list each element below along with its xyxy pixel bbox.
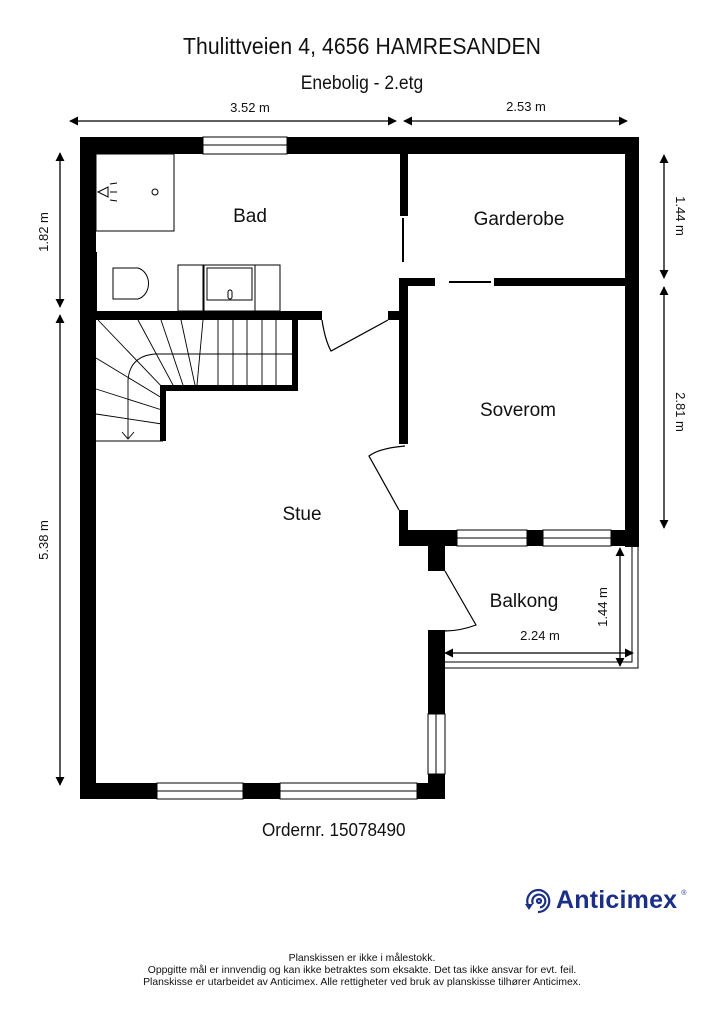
- registered-mark: ®: [681, 890, 687, 897]
- shower-area: [95, 153, 175, 232]
- wall-right: [625, 137, 639, 547]
- wall-bedroom-left-stub: [399, 510, 408, 540]
- room-label-bad: Bad: [233, 206, 267, 227]
- wall-left: [80, 137, 96, 799]
- wall-bad-garderobe: [400, 154, 408, 216]
- anticimex-spiral-icon: [525, 888, 551, 913]
- doors: [321, 218, 491, 632]
- stair-direction-arrow-icon: [121, 431, 135, 440]
- walls: [80, 137, 639, 799]
- page-title: Thulittveien 4, 4656 HAMRESANDEN: [182, 33, 542, 59]
- dim-right-lower-label: 2.81 m: [673, 392, 688, 432]
- dim-balcony-width-label: 2.24 m: [520, 628, 560, 643]
- vanity-right: [254, 264, 281, 312]
- door-balkong: [444, 570, 477, 632]
- vanity-left: [177, 264, 204, 312]
- logo-text: Anticimex: [556, 886, 678, 914]
- dim-top-right-label: 2.53 m: [506, 99, 546, 114]
- windows: [156, 136, 612, 800]
- room-label-soverom: Soverom: [480, 400, 556, 421]
- door-soverom: [368, 445, 406, 511]
- wall-top: [80, 137, 639, 154]
- shower-head-icon: [96, 182, 118, 202]
- wall-bad-bottom-stub: [388, 311, 404, 320]
- dimension-lines: [55, 116, 669, 786]
- disclaimer-line: Planskissen er ikke i målestokk.: [288, 953, 436, 964]
- wall-stair-bottom: [162, 385, 298, 391]
- wall-bad-bottom: [80, 311, 322, 320]
- disclaimer-line: Oppgitte mål er innvendig og kan ikke be…: [147, 965, 577, 976]
- wall-garderobe-bottom-right: [494, 278, 630, 286]
- stair-walkline: [127, 353, 292, 438]
- disclaimer: Planskissen er ikke i målestokk. Oppgitt…: [0, 953, 724, 989]
- door-bad: [321, 319, 389, 352]
- dim-left-lower-label: 5.38 m: [36, 520, 51, 560]
- wall-bedroom-left: [399, 278, 408, 444]
- anticimex-logo: Anticimex ®: [524, 886, 686, 915]
- room-label-stue: Stue: [282, 504, 321, 525]
- page-subtitle: Enebolig - 2.etg: [300, 73, 424, 94]
- shower-drain-icon: [151, 188, 159, 196]
- wall-stair-right: [292, 318, 298, 389]
- dim-right-upper-label: 1.44 m: [673, 196, 688, 236]
- toilet-icon: [112, 267, 149, 300]
- wall-garderobe-bottom-left: [404, 278, 435, 286]
- wall-stair-inner: [160, 385, 166, 441]
- bathroom-fixtures: [95, 153, 281, 312]
- staircase: [95, 319, 292, 442]
- dim-balcony-depth-label: 1.44 m: [595, 587, 610, 627]
- balcony-railing: [445, 546, 639, 669]
- faucet-icon: [227, 289, 233, 300]
- room-label-balkong: Balkong: [490, 591, 559, 612]
- room-label-garderobe: Garderobe: [474, 209, 565, 230]
- wall-toilet-block: [80, 252, 97, 312]
- dim-top-left-label: 3.52 m: [230, 100, 270, 115]
- disclaimer-line: Planskisse er utarbeidet av Anticimex. A…: [143, 977, 581, 988]
- order-number: Ordernr. 15078490: [262, 820, 406, 840]
- dim-left-upper-label: 1.82 m: [36, 212, 51, 252]
